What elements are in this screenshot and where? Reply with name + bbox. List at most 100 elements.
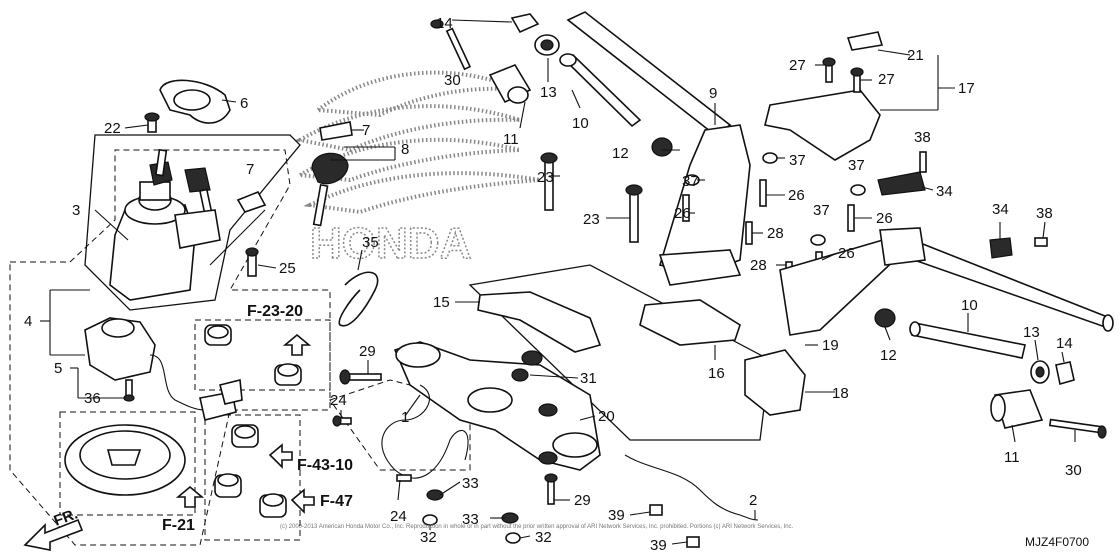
callout-28-b: 28 <box>750 257 767 274</box>
part-7-key-cap-left <box>319 121 353 141</box>
callout-31: 31 <box>580 370 597 387</box>
callout-24-top: 24 <box>330 392 347 409</box>
callout-7-top: 7 <box>362 122 370 139</box>
callout-23-mid: 23 <box>583 211 600 228</box>
callout-39-b: 39 <box>650 537 667 554</box>
part-6-clamp <box>159 79 231 124</box>
callout-37-a: 37 <box>789 152 806 169</box>
callout-3: 3 <box>72 202 80 219</box>
callout-34-top: 34 <box>936 183 953 200</box>
callout-15: 15 <box>433 294 450 311</box>
callout-12-right: 12 <box>880 347 897 364</box>
callout-26-c: 26 <box>876 210 893 227</box>
callout-9: 9 <box>709 85 717 102</box>
callout-labels: 14 30 13 11 10 9 12 23 23 6 22 3 7 7 8 2… <box>24 15 1082 554</box>
part-2-wire <box>624 454 759 521</box>
callout-37-b: 37 <box>682 173 699 190</box>
part-24-screws <box>332 415 412 482</box>
honda-wing-watermark: HONDA <box>293 70 541 269</box>
callout-27-right: 27 <box>878 71 895 88</box>
callout-14-right: 14 <box>1056 335 1073 352</box>
callout-39-a: 39 <box>608 507 625 524</box>
callout-13-top: 13 <box>540 84 557 101</box>
callout-19: 19 <box>822 337 839 354</box>
part-37-caps <box>684 152 866 246</box>
callout-37-d: 37 <box>813 202 830 219</box>
harness-group-outline <box>329 379 471 471</box>
f23-20-grommets <box>204 324 312 386</box>
part-13-bushing-top <box>534 34 560 56</box>
callout-33-bottom: 33 <box>462 511 479 528</box>
callout-11-top: 11 <box>503 131 519 148</box>
part-27-bolts <box>822 57 864 93</box>
callout-30-top: 30 <box>444 72 461 89</box>
part-1-harness <box>381 384 469 479</box>
part-32-grommets <box>422 514 521 544</box>
part-12-nut-right <box>874 308 896 328</box>
callout-17: 17 <box>958 80 975 97</box>
f23-20-detail-outline <box>194 319 331 391</box>
part-14-clip-top <box>510 13 540 34</box>
callout-22: 22 <box>104 120 121 137</box>
reference-f-43-10: F-43-10 <box>297 457 353 474</box>
callout-18: 18 <box>832 385 849 402</box>
callout-32-left: 32 <box>420 529 437 546</box>
part-8-key <box>311 152 349 227</box>
callout-4: 4 <box>24 313 32 330</box>
diagram-code: MJZ4F0700 <box>1025 535 1089 549</box>
callout-29-bottom: 29 <box>574 492 591 509</box>
part-11-bar-end-weight-right <box>990 389 1044 429</box>
callout-12-top: 12 <box>612 145 629 162</box>
part-12-nut-top <box>651 137 673 157</box>
callout-26-d: 26 <box>838 245 855 262</box>
part-35-band <box>338 271 379 327</box>
callout-14-top: 14 <box>436 15 453 32</box>
part-9-handle-left <box>566 11 751 286</box>
reference-labels: F-23-20 F-43-10 F-47 F-21 <box>162 303 353 534</box>
callout-11-right: 11 <box>1004 449 1020 466</box>
callout-23-top: 23 <box>537 169 554 186</box>
part-16-cover-plate <box>639 299 741 346</box>
copyright-notice: (c) 2000-2013 American Honda Motor Co., … <box>280 524 794 530</box>
callout-27-left: 27 <box>789 57 806 74</box>
part-10-handlebar-pipe-top <box>559 53 642 128</box>
callout-29-top: 29 <box>359 343 376 360</box>
callout-35: 35 <box>362 234 379 251</box>
part-18-clamp-right <box>744 349 806 416</box>
callout-2: 2 <box>749 492 757 509</box>
callout-13-right: 13 <box>1023 324 1040 341</box>
part-13-bushing-right <box>1030 360 1050 384</box>
callout-1: 1 <box>401 409 409 426</box>
callout-16: 16 <box>708 365 725 382</box>
reference-f-47: F-47 <box>320 493 353 510</box>
callout-6: 6 <box>240 95 248 112</box>
part-22-bolt <box>144 112 160 133</box>
callout-26-a: 26 <box>788 187 805 204</box>
part-15-upper-holder <box>477 291 602 353</box>
part-30-long-bolt-right <box>1048 418 1107 439</box>
part-36-screw <box>123 379 135 402</box>
part-29-bolts <box>339 369 558 505</box>
part-7-key-cap-right <box>236 190 267 213</box>
callout-10-right: 10 <box>961 297 978 314</box>
callout-25: 25 <box>279 260 296 277</box>
f43-f47-detail-outline <box>204 414 301 541</box>
callout-10-top: 10 <box>572 115 589 132</box>
f43-f47-grommets <box>214 424 315 518</box>
part-14-clip-right <box>1055 361 1075 386</box>
callout-32-right: 32 <box>535 529 552 546</box>
honda-watermark-text: HONDA <box>310 219 471 268</box>
part-3-ignition-switch <box>109 148 221 301</box>
f21-cap <box>64 424 205 508</box>
callout-8: 8 <box>401 141 409 158</box>
callout-33-top: 33 <box>462 475 479 492</box>
part-31-nut <box>511 368 529 382</box>
callout-21: 21 <box>907 47 924 64</box>
front-direction-arrow <box>23 518 84 551</box>
ignition-switch-group-outline <box>84 134 301 311</box>
reference-f-21: F-21 <box>162 517 195 534</box>
callout-30-right: 30 <box>1065 462 1082 479</box>
left-lower-group-outline <box>9 149 331 546</box>
part-25-bolt <box>245 247 259 277</box>
